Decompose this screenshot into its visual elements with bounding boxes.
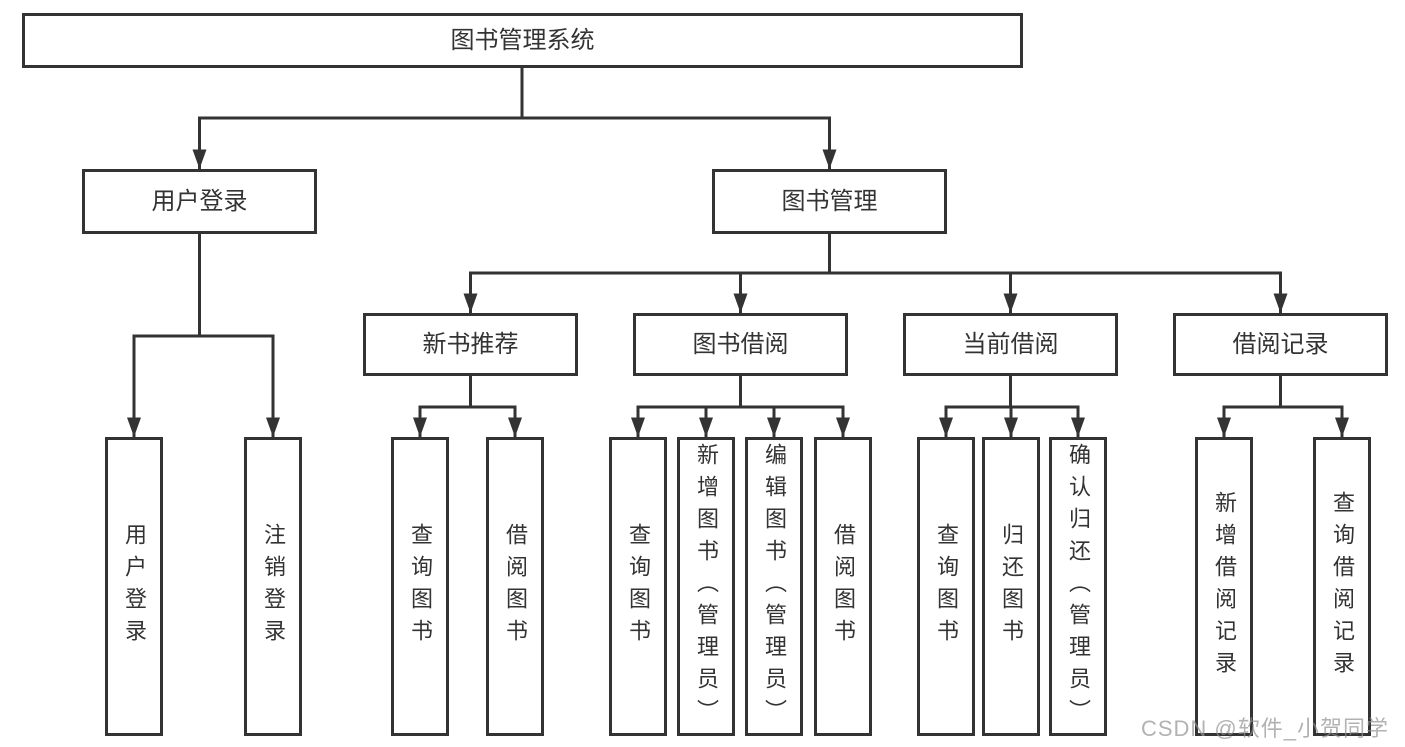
leaf-label: 查询借阅记录 <box>1330 490 1355 683</box>
node-borrowing-records: 借阅记录 <box>1173 313 1388 376</box>
leaf-query-books-current: 查询图书 <box>917 437 975 736</box>
node-new-book-recommendation: 新书推荐 <box>363 313 578 376</box>
node-user-login-branch: 用户登录 <box>82 169 317 234</box>
leaf-query-books-newbook: 查询图书 <box>391 437 449 736</box>
leaf-add-borrow-record: 新增借阅记录 <box>1195 437 1253 736</box>
leaf-borrow-books-newbook: 借阅图书 <box>486 437 544 736</box>
leaf-label: 查询图书 <box>626 522 651 651</box>
leaf-query-books-borrow: 查询图书 <box>609 437 667 736</box>
leaf-query-borrow-record: 查询借阅记录 <box>1313 437 1371 736</box>
leaf-label: 查询图书 <box>408 522 433 651</box>
leaf-add-books-admin: 新增图书（管理员） <box>677 437 735 736</box>
leaf-label: 新增借阅记录 <box>1212 490 1237 683</box>
leaf-label: 借阅图书 <box>503 522 528 651</box>
node-book-borrowing: 图书借阅 <box>633 313 848 376</box>
node-book-management-branch: 图书管理 <box>712 169 947 234</box>
node-library-management-system: 图书管理系统 <box>22 13 1023 68</box>
leaf-label: 注销登录 <box>261 522 286 651</box>
leaf-label: 新增图书（管理员） <box>694 442 719 731</box>
leaf-label: 查询图书 <box>934 522 959 651</box>
leaf-confirm-return-admin: 确认归还（管理员） <box>1049 437 1107 736</box>
leaf-logout: 注销登录 <box>244 437 302 736</box>
leaf-label: 借阅图书 <box>831 522 856 651</box>
leaf-label: 归还图书 <box>999 522 1024 651</box>
leaf-borrow-books-borrow: 借阅图书 <box>814 437 872 736</box>
leaf-label: 编辑图书（管理员） <box>762 442 787 731</box>
leaf-user-login: 用户登录 <box>105 437 163 736</box>
leaf-label: 确认归还（管理员） <box>1066 442 1091 731</box>
leaf-edit-books-admin: 编辑图书（管理员） <box>745 437 803 736</box>
node-current-borrowing: 当前借阅 <box>903 313 1118 376</box>
leaf-return-books: 归还图书 <box>982 437 1040 736</box>
leaf-label: 用户登录 <box>122 522 147 651</box>
